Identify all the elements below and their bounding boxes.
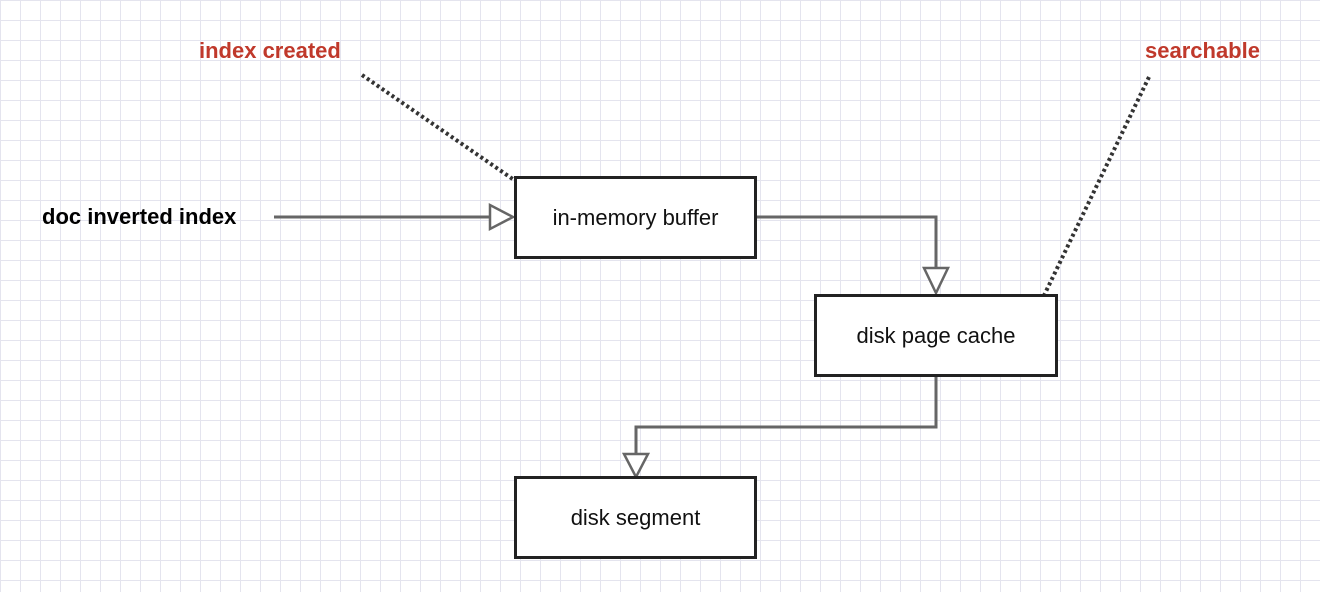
node-disk-page-cache: disk page cache — [814, 294, 1058, 377]
node-in-memory-buffer-label: in-memory buffer — [552, 204, 719, 230]
input-label: doc inverted index — [42, 204, 237, 229]
annotation-index-created: index created — [199, 38, 341, 63]
node-in-memory-buffer: in-memory buffer — [514, 176, 757, 259]
cache-to-segment-connector — [634, 376, 938, 454]
annotation-searchable: searchable — [1145, 38, 1260, 63]
segment-arrowhead — [621, 452, 651, 480]
buffer-to-cache-connector — [756, 215, 938, 268]
node-disk-page-cache-label: disk page cache — [856, 322, 1016, 348]
input-arrowhead — [488, 202, 516, 232]
searchable-leader — [1036, 76, 1151, 309]
node-disk-segment: disk segment — [514, 476, 757, 559]
node-disk-segment-label: disk segment — [570, 504, 701, 530]
cache-arrowhead — [922, 266, 950, 296]
